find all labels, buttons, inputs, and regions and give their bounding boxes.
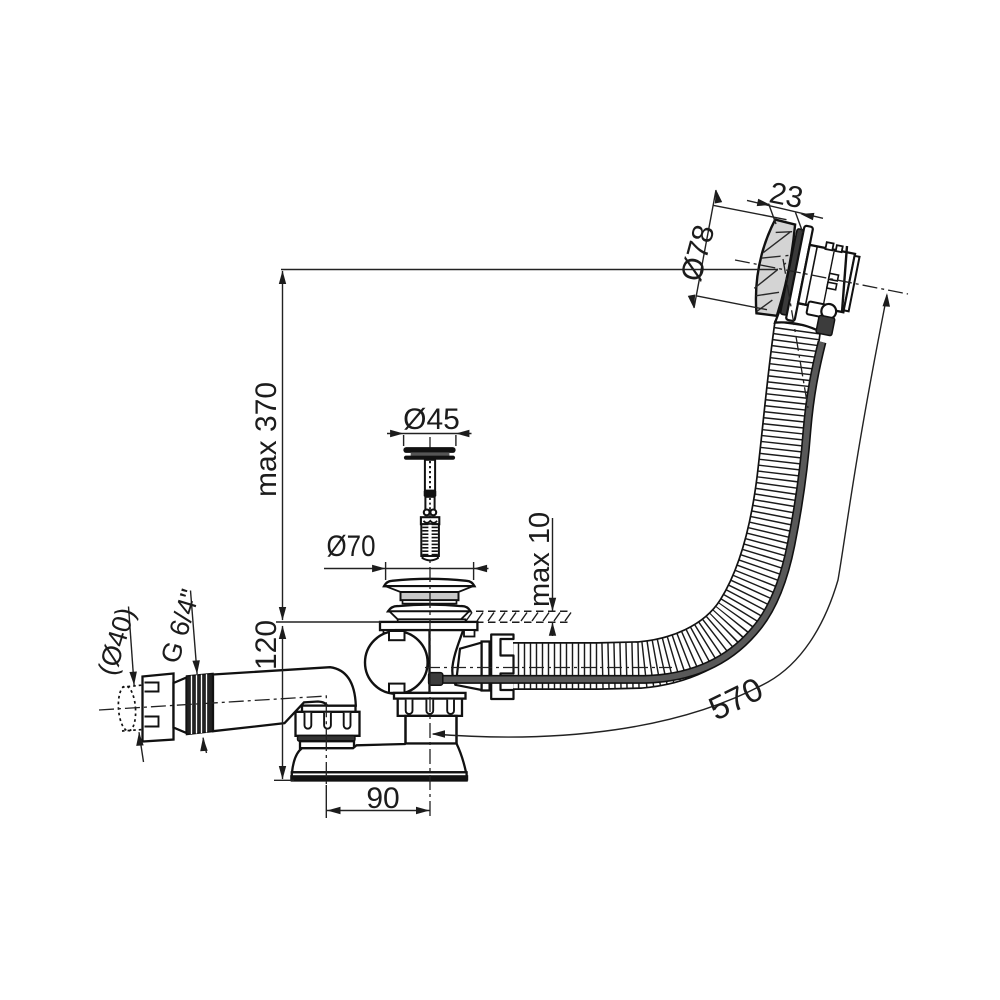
svg-text:Ø45: Ø45 — [403, 403, 460, 436]
svg-text:Ø70: Ø70 — [327, 530, 376, 563]
svg-text:120: 120 — [250, 620, 283, 670]
svg-text:90: 90 — [366, 782, 399, 815]
svg-text:23: 23 — [767, 176, 806, 215]
svg-text:max 10: max 10 — [524, 512, 556, 607]
svg-text:max 370: max 370 — [250, 382, 283, 497]
